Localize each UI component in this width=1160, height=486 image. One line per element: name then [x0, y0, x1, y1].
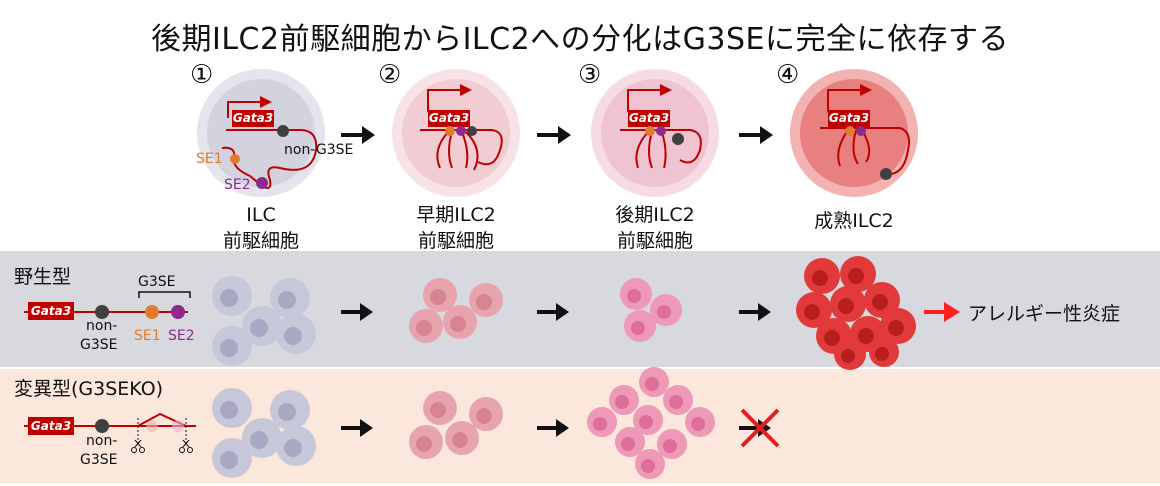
stage-number-2: ②: [378, 60, 402, 90]
se2-label-wt: SE2: [168, 328, 195, 344]
gata3-label-4: Gata3: [828, 111, 870, 125]
nuclei-diagram: [197, 69, 918, 197]
stage-number-4: ④: [776, 60, 800, 90]
mutant-late-cells: [587, 367, 715, 479]
right-arrow-icon: [341, 419, 373, 437]
scissors-icon: [179, 439, 193, 453]
scissors-icon: [131, 439, 145, 453]
cross-icon: [740, 408, 780, 448]
chromatin-line: [620, 129, 702, 164]
non-g3se-dot: [880, 168, 892, 180]
g3se-label-wt: G3SE: [80, 337, 118, 353]
non-g3se-dot: [95, 419, 109, 433]
right-arrow-icon: [537, 303, 569, 321]
non-g3se-dot: [95, 305, 109, 319]
nucleus-early-ilc2-progenitor: [392, 69, 520, 197]
mutant-ilc-cells: [212, 388, 316, 478]
outcome-arrow-icon: [924, 302, 960, 322]
gata3-label-mut: Gata3: [30, 419, 72, 433]
wild-type-late-cells: [620, 278, 682, 342]
gata3-label-1: Gata3: [232, 111, 274, 125]
se2-dot: [856, 126, 866, 136]
se1-dot: [445, 126, 455, 136]
wild-type-mature-cells: [796, 256, 916, 370]
right-arrow-icon: [739, 303, 771, 321]
se1-label: SE1: [196, 151, 223, 167]
se2-dot: [256, 177, 268, 189]
gata3-gene-box: [828, 110, 870, 127]
stage-number-1: ①: [190, 60, 214, 90]
wild-type-locus: [24, 291, 191, 320]
gata3-gene-box: [232, 110, 274, 127]
se2-dot: [171, 305, 185, 319]
chromatin-line: [820, 127, 910, 176]
mutant-early-cells: [409, 391, 503, 459]
se1-dot: [845, 126, 855, 136]
gata3-gene-box: [28, 417, 74, 435]
se1-label-wt: SE1: [134, 328, 161, 344]
chromatin-line: [420, 129, 503, 166]
se2-label: SE2: [224, 177, 251, 193]
gata3-gene-box: [28, 302, 74, 320]
se1-dot: [230, 154, 240, 164]
tss-arrow-icon: [827, 84, 872, 112]
stage-label-4: 成熟ILC2: [814, 210, 894, 232]
wild-type-band: [0, 251, 1160, 367]
chromatin-loops: [436, 131, 479, 171]
nucleus-inner: [601, 79, 709, 187]
mutant-locus: [24, 412, 196, 453]
gata3-label-wt: Gata3: [30, 304, 72, 318]
wild-type-title: 野生型: [14, 266, 72, 288]
nucleus-mature-ilc2: [790, 69, 918, 197]
right-arrow-icon: [537, 419, 569, 437]
page-title: 後期ILC2前駆細胞からILC2への分化はG3SEに完全に依存する: [150, 22, 1010, 57]
mutant-title: 変異型(G3SEKO): [14, 378, 164, 400]
wild-type-early-cells: [409, 278, 503, 343]
g3se-label-mut: G3SE: [80, 452, 118, 468]
nucleus-ilc-progenitor: [197, 69, 325, 197]
non-g3se-dot: [672, 133, 684, 145]
cell-rows-diagram: [24, 256, 960, 479]
se1-dot: [645, 126, 655, 136]
gata3-gene-box: [428, 110, 470, 127]
tss-arrow-icon: [427, 84, 472, 112]
right-arrow-icon: [537, 126, 571, 144]
outcome-label: アレルギー性炎症: [968, 303, 1121, 325]
non-g3se-dot: [467, 126, 477, 136]
stage-number-3: ③: [578, 60, 602, 90]
se2-dot: [456, 126, 466, 136]
non-label-mut: non-: [86, 433, 118, 449]
non-g3se-dot: [277, 125, 289, 137]
right-arrow-icon: [341, 303, 373, 321]
tss-arrow-icon: [627, 84, 672, 112]
se1-dot: [145, 305, 159, 319]
nucleus-inner: [402, 79, 510, 187]
right-arrow-icon: [341, 126, 375, 144]
se2-dot: [656, 126, 666, 136]
g3se-bracket-label: G3SE: [138, 274, 176, 290]
gata3-label-3: Gata3: [628, 111, 670, 125]
non-g3se-label: non-G3SE: [284, 142, 354, 158]
gata3-gene-box: [628, 110, 670, 127]
wild-type-ilc-cells: [212, 276, 316, 366]
non-label-wt: non-: [86, 318, 118, 334]
right-arrow-icon: [739, 126, 773, 144]
tss-arrow-icon: [227, 96, 272, 118]
g3se-bracket: [138, 291, 191, 298]
nucleus-late-ilc2-progenitor: [591, 69, 719, 197]
gata3-label-2: Gata3: [428, 111, 470, 125]
nucleus-inner: [207, 79, 315, 187]
